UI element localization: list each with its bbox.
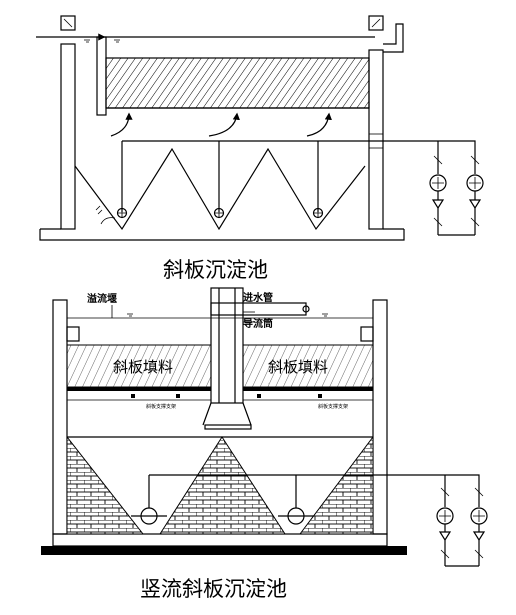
upflow-arrow-2 <box>208 112 240 137</box>
upflow-arrow-1 <box>110 112 133 137</box>
top-right-wall <box>368 49 384 230</box>
top-inclined-plate-pack <box>105 57 370 109</box>
top-inlet-baffle <box>96 36 107 116</box>
top-pump-set-2 <box>466 155 484 235</box>
top-left-wall <box>60 43 76 230</box>
bottom-plate-fill-left <box>66 344 212 388</box>
bottom-left-wall <box>52 299 68 535</box>
inlet-pipe <box>210 302 307 316</box>
top-tank-diagram <box>36 15 484 241</box>
label-plate-fill-right: 斜板填料 <box>268 358 328 376</box>
bottom-pump-set-1 <box>436 487 454 566</box>
top-tank-bottom <box>39 229 405 241</box>
label-overflow-weir: 溢流堰 <box>87 292 117 305</box>
label-plate-fill-left: 斜板填料 <box>113 358 173 376</box>
bottom-plate-fill-right <box>242 344 374 388</box>
bottom-base-slab <box>52 533 388 547</box>
upflow-arrow-3 <box>306 112 332 137</box>
label-support-right: 斜板支撑支架 <box>318 403 348 410</box>
outlet-pipe <box>383 23 404 53</box>
bottom-caption: 竖流斜板沉淀池 <box>140 577 287 601</box>
bottom-right-wall <box>372 299 388 535</box>
label-guide-tube: 导流筒 <box>243 317 273 330</box>
inlet-valve-box <box>60 15 76 31</box>
outlet-valve-box <box>368 15 384 31</box>
bottom-hopper-left <box>66 435 145 535</box>
top-sludge-hoppers <box>74 147 366 231</box>
bottom-pump-set-2 <box>470 487 488 566</box>
label-support-left: 斜板支撑支架 <box>146 403 176 410</box>
bottom-hopper-right <box>298 435 374 535</box>
top-caption: 斜板沉淀池 <box>163 258 268 282</box>
bottom-tank-diagram <box>41 287 488 567</box>
bottom-foundation <box>41 546 407 555</box>
label-inlet-pipe: 进水管 <box>243 291 273 304</box>
top-pump-set-1 <box>429 155 447 235</box>
guide-tube <box>210 287 244 404</box>
bottom-hopper-center <box>159 436 286 535</box>
